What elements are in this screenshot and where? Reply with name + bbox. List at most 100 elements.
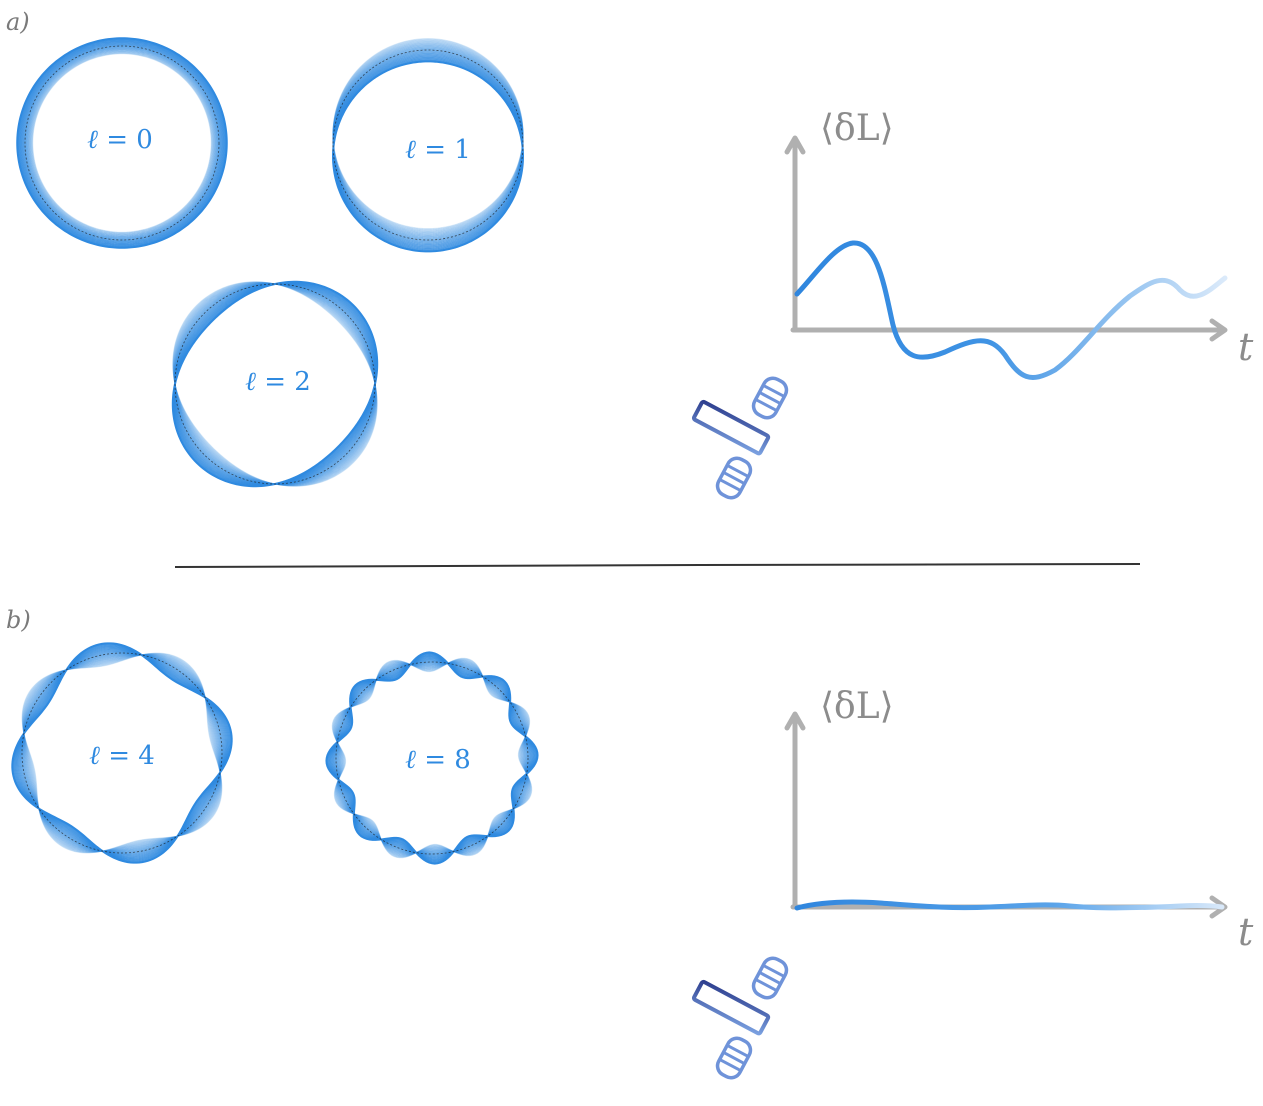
mode-contour (336, 662, 528, 854)
panel-frame (715, 456, 753, 500)
panel-stripe (727, 464, 749, 478)
panel-stripe (723, 1051, 745, 1065)
mode-contour (29, 50, 215, 236)
mode-contour (27, 48, 217, 238)
mode-contour (28, 49, 216, 237)
mode-contour (29, 50, 215, 236)
mode-contour (29, 50, 215, 236)
solar-panel-upper (751, 956, 789, 1000)
mode-outline (325, 651, 539, 865)
panel-stripe (723, 471, 745, 485)
mode-contour (23, 654, 221, 852)
mode-contour (28, 49, 216, 237)
panel-stripe (719, 1058, 741, 1072)
mode-contour (332, 40, 524, 232)
mode-contour (22, 653, 222, 853)
y-axis-label: ⟨δL⟩ (820, 108, 894, 149)
mode-contour (22, 653, 222, 853)
mode-contour (30, 51, 214, 235)
mode-shape-l0 (16, 37, 228, 249)
plot-a: ⟨δL⟩ t (784, 108, 1254, 380)
mode-contour (26, 47, 218, 239)
mode-contour (23, 654, 221, 852)
mode-contour (23, 654, 221, 852)
mode-contour (332, 658, 532, 858)
panel-stripe (759, 391, 781, 405)
mode-contour (332, 38, 524, 230)
panel-frame (751, 376, 789, 420)
y-axis-label: ⟨δL⟩ (820, 686, 894, 727)
mode-contour (333, 659, 531, 857)
satellite-body (691, 979, 771, 1036)
mode-contour (335, 661, 529, 855)
mode-contour (23, 654, 221, 852)
mode-contour (335, 661, 529, 855)
signal-curve (794, 240, 1228, 380)
satellite-icon (691, 956, 789, 1080)
mode-contour (22, 653, 222, 853)
panel-stripe (727, 1044, 749, 1058)
mode-contour (21, 652, 223, 854)
mode-outline (11, 642, 233, 864)
mode-contour (26, 47, 218, 239)
mode-contour (332, 38, 524, 230)
panel-frame (715, 1036, 753, 1080)
reference-circle (24, 45, 220, 241)
mode-contour (334, 660, 530, 856)
mode-contour (25, 46, 219, 240)
panel-frame (751, 956, 789, 1000)
mode-label-l4: ℓ = 4 (89, 741, 155, 771)
mode-contour (21, 652, 223, 854)
mode-contour (26, 47, 218, 239)
mode-contour (23, 654, 221, 852)
mode-shape-l4 (11, 642, 233, 864)
solar-panel-lower (715, 1036, 753, 1080)
panel-stripe (763, 964, 785, 978)
mode-shape-l8 (325, 651, 539, 865)
panel-a-label: a) (6, 8, 30, 36)
y-axis-arrowhead (784, 711, 806, 731)
panel-stripe (763, 384, 785, 398)
mode-contour (333, 659, 531, 857)
mode-contour (32, 53, 212, 233)
mode-outline (16, 37, 228, 249)
mode-contour (25, 46, 219, 240)
panel-stripe (755, 398, 777, 412)
solar-panel-lower (715, 456, 753, 500)
panel-b-label: b) (6, 606, 31, 634)
x-axis-label: t (1238, 325, 1254, 369)
mode-contour (23, 654, 221, 852)
mode-contour (27, 48, 217, 238)
mode-label-l2: ℓ = 2 (245, 367, 311, 397)
solar-panel-upper (751, 376, 789, 420)
mode-outline (331, 60, 525, 253)
mode-contour (332, 39, 524, 231)
mode-contour (23, 654, 221, 852)
mode-contour (334, 660, 530, 856)
signal-curve (794, 899, 1225, 911)
mode-contour (334, 660, 530, 856)
mode-contour (31, 52, 213, 234)
mode-contour (23, 654, 221, 852)
reference-circle (174, 283, 376, 485)
mode-shape-l2 (171, 280, 379, 488)
mode-contour (22, 653, 222, 853)
mode-contour (31, 52, 213, 234)
mode-contour (30, 51, 214, 235)
reference-circle (21, 652, 223, 854)
reference-circle (335, 661, 529, 855)
mode-contour (31, 52, 213, 234)
mode-label-l1: ℓ = 1 (405, 135, 471, 165)
mode-contour (332, 40, 524, 232)
mode-contour (22, 653, 222, 853)
mode-contour (336, 662, 528, 854)
divider-line (174, 563, 1141, 568)
panel-stripe (719, 478, 741, 492)
mode-contour (332, 39, 524, 231)
mode-contour (332, 658, 532, 858)
plot-b: ⟨δL⟩ t (784, 686, 1254, 954)
mode-contour (336, 662, 528, 854)
y-axis-arrowhead (784, 135, 806, 155)
mode-contour (336, 662, 528, 854)
